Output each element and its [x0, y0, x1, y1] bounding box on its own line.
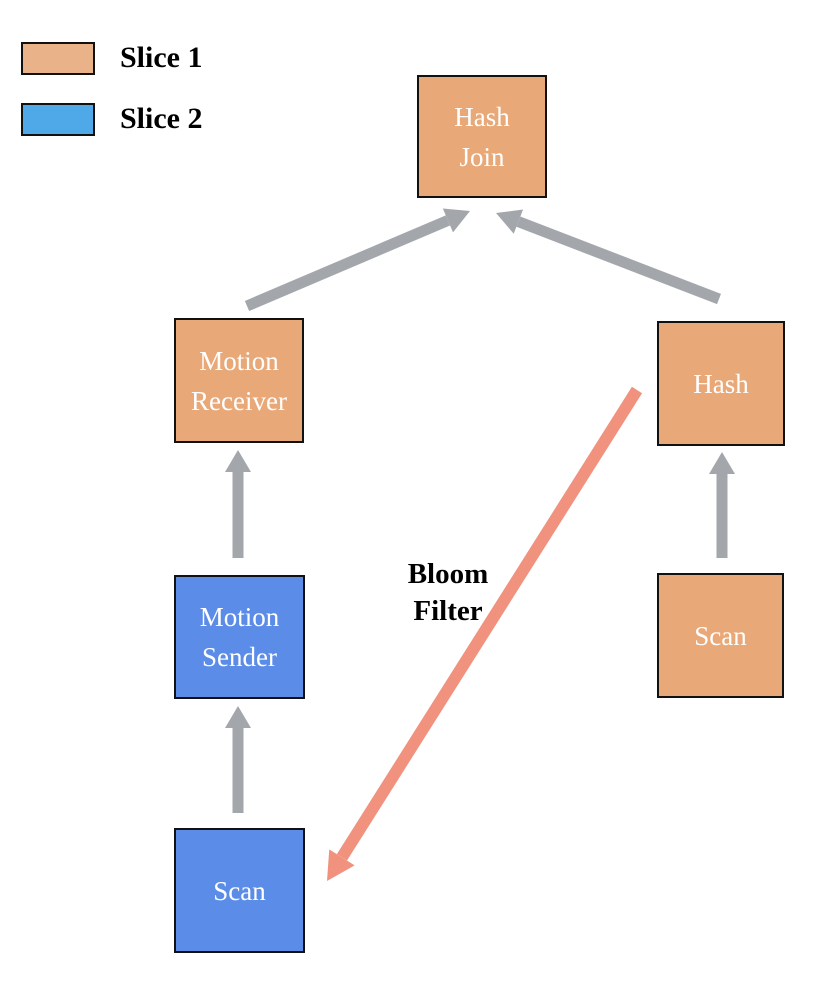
- bloom-filter-label-line: Filter: [413, 595, 483, 627]
- node-label-line: Receiver: [191, 385, 287, 416]
- legend-swatch-slice1: [21, 42, 95, 75]
- edge-hash-to-scan-slice2: [327, 386, 643, 881]
- legend-label-slice1: Slice 1: [120, 41, 203, 74]
- node-hash-join: Hash Join: [417, 75, 547, 198]
- node-label-line: Hash: [693, 368, 749, 399]
- node-label: Motion Receiver: [191, 341, 287, 421]
- bloom-filter-label-line: Bloom: [407, 558, 489, 590]
- node-label-line: Join: [459, 141, 505, 172]
- node-scan-slice1: Scan: [657, 573, 784, 698]
- node-label: Motion Sender: [200, 597, 280, 677]
- node-label-line: Motion: [199, 602, 280, 632]
- legend-swatch-slice2: [21, 103, 95, 136]
- edge-motion-sender-to-motion-receiver: [225, 450, 251, 558]
- edge-scan-slice1-to-hash: [709, 452, 735, 558]
- legend-label-slice2: Slice 2: [120, 102, 203, 135]
- node-label-line: Motion: [199, 345, 279, 376]
- node-label: Scan: [694, 616, 746, 656]
- node-label: Hash: [693, 364, 749, 404]
- node-label-line: Hash: [454, 101, 510, 132]
- node-label: Scan: [213, 871, 265, 911]
- bloom-filter-label: Bloom Filter: [383, 556, 513, 630]
- node-scan-slice2: Scan: [174, 828, 305, 953]
- node-label-line: Scan: [694, 620, 747, 651]
- node-label: Hash Join: [454, 97, 510, 177]
- node-label-line: Sender: [202, 642, 277, 672]
- edge-hash-to-hash-join: [496, 209, 721, 305]
- node-motion-receiver: Motion Receiver: [174, 318, 304, 443]
- edge-scan-slice2-to-motion-sender: [225, 706, 251, 813]
- node-label-line: Scan: [213, 875, 266, 906]
- node-motion-sender: Motion Sender: [174, 575, 305, 699]
- edge-motion-receiver-to-hash-join: [244, 208, 470, 312]
- node-hash: Hash: [657, 321, 785, 446]
